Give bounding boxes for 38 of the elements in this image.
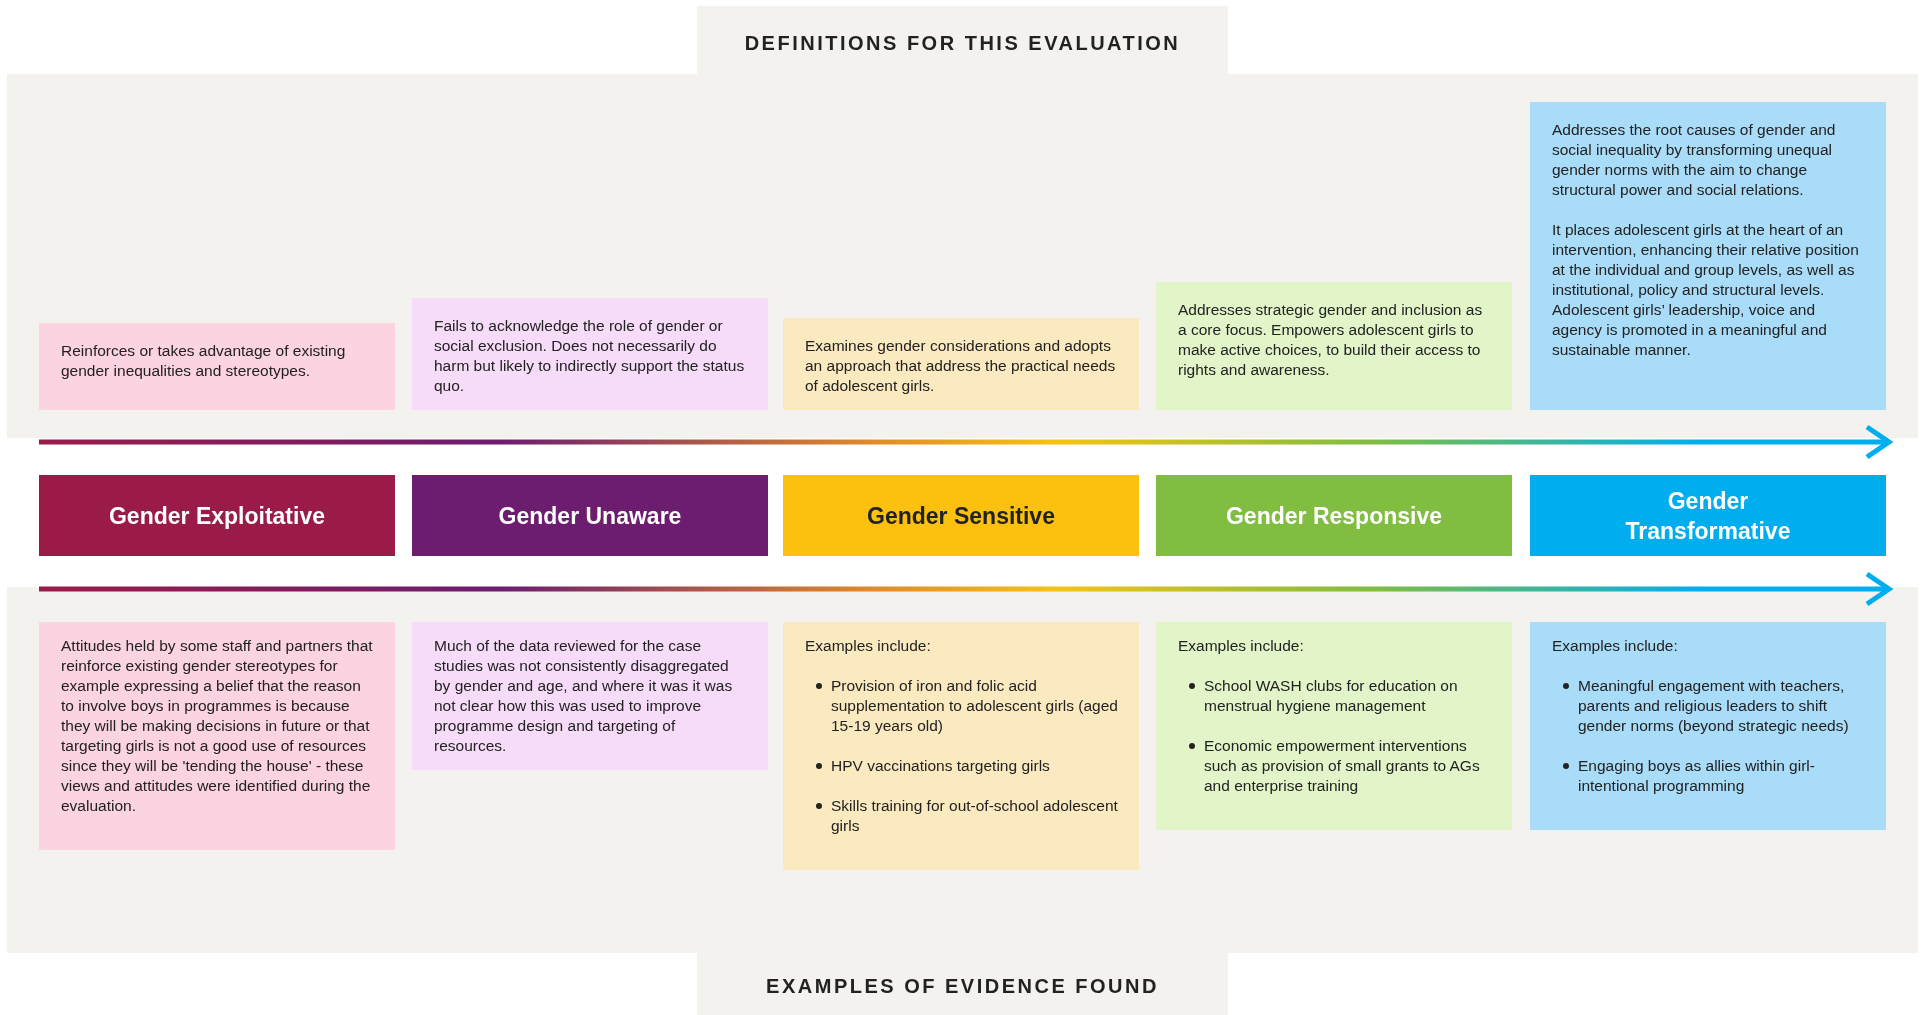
- category-box: [412, 475, 768, 556]
- intro-text: Examples include:: [1178, 636, 1305, 656]
- description-text: It places adolescent girls at the heart of an intervention, enhancing their relative position at the individual and group levels, as well as institutional, policy and structural levels. Adolescent girls’ leadership, voice and agency is promoted in a meaningful and sustainable manner.: [1552, 220, 1860, 360]
- examples-card: [783, 622, 1139, 870]
- bullet-item: Provision of iron and folic acid supplementation to adolescent girls (aged 15-19 years old): [805, 676, 1119, 736]
- category-box: [39, 475, 395, 556]
- description-text: Addresses strategic gender and inclusion as a core focus. Empowers adolescent girls to make active choices, to build their access to rights and awareness.: [1178, 300, 1484, 380]
- description-text: Much of the data reviewed for the case studies was not consistently disaggregated by gender and age, and where it was it was not clear how this was used to improve programme design and targeting of resources.: [434, 636, 734, 756]
- intro-text: Examples include:: [805, 636, 932, 656]
- description-text: Examines gender considerations and adopts an approach that address the practical needs of adolescent girls.: [805, 336, 1117, 396]
- section-heading: EXAMPLES OF EVIDENCE FOUND: [697, 953, 1228, 1015]
- category-title: Gender Sensitive: [867, 501, 1055, 531]
- text-card: [1156, 282, 1512, 410]
- description-text: Addresses the root causes of gender and social inequality by transforming unequal gender norms with the aim to change structural power and social relations.: [1552, 120, 1837, 200]
- examples-card: [1156, 622, 1512, 830]
- text-card: [1530, 102, 1886, 410]
- description-text: Attitudes held by some staff and partners that reinforce existing gender stereotypes for example expressing a belief that the reason to involve boys in programmes is because they will be making decisions in future or that targeting girls is not a good use of resources since they will be 'tending the house' - these views and attitudes were identified during the evaluation.: [61, 636, 374, 816]
- intro-text: Examples include:: [1552, 636, 1679, 656]
- description-text: Reinforces or takes advantage of existing gender inequalities and stereotypes.: [61, 341, 347, 381]
- examples-card: [1530, 622, 1886, 830]
- bullet-item: School WASH clubs for education on menstrual hygiene management: [1178, 676, 1492, 716]
- bullet-item: Meaningful engagement with teachers, parents and religious leaders to shift gender norms (beyond strategic needs): [1552, 676, 1866, 736]
- text-card: [39, 323, 395, 410]
- text-card: [39, 622, 395, 850]
- category-title: Gender Exploitative: [109, 501, 325, 531]
- bullet-item: Skills training for out-of-school adolescent girls: [805, 796, 1119, 836]
- category-box: [783, 475, 1139, 556]
- bullet-item: HPV vaccinations targeting girls: [805, 756, 1119, 776]
- category-title: Gender Transformative: [1624, 486, 1792, 546]
- category-box: [1156, 475, 1512, 556]
- bullet-item: Engaging boys as allies within girl-intentional programming: [1552, 756, 1866, 796]
- category-box: [1530, 475, 1886, 556]
- text-card: [783, 318, 1139, 410]
- description-text: Fails to acknowledge the role of gender or social exclusion. Does not necessarily do harm but likely to indirectly support the status quo.: [434, 316, 746, 396]
- category-title: Gender Responsive: [1226, 501, 1442, 531]
- section-heading: DEFINITIONS FOR THIS EVALUATION: [697, 6, 1228, 74]
- category-title: Gender Unaware: [498, 501, 682, 531]
- bullet-item: Economic empowerment interventions such as provision of small grants to AGs and enterprise training: [1178, 736, 1492, 796]
